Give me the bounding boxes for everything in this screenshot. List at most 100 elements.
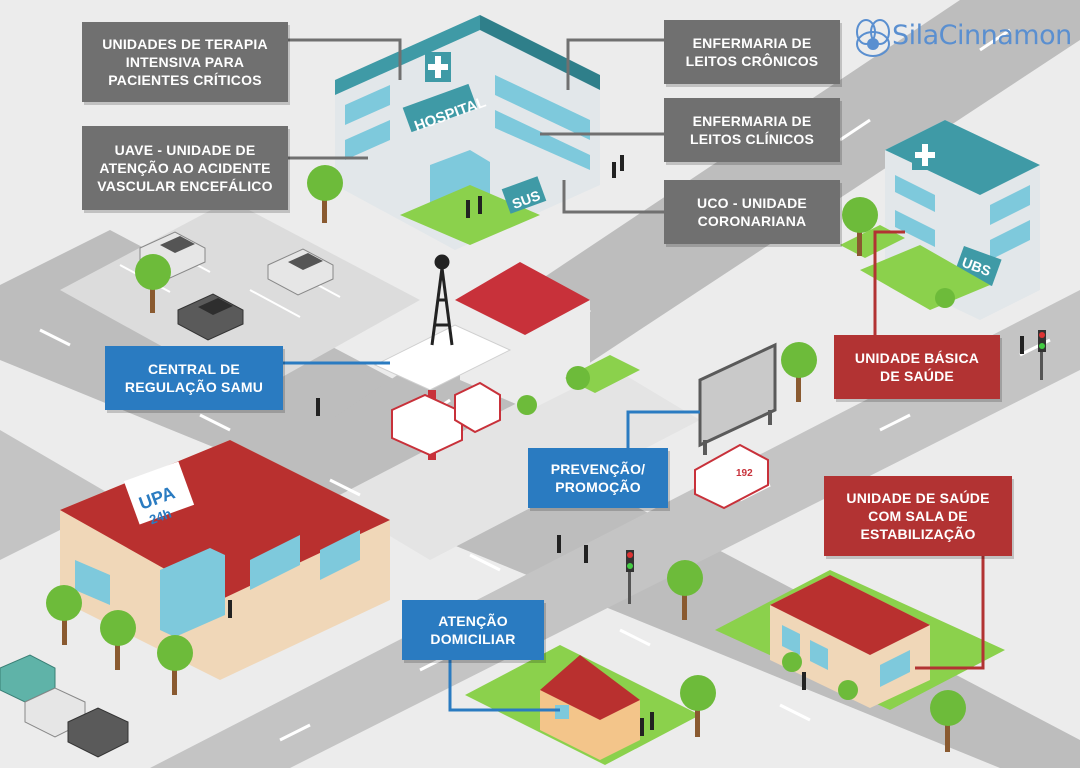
- tree: [930, 690, 966, 752]
- parking-lot: [0, 654, 129, 758]
- label-uave-line: ATENÇÃO AO ACIDENTE: [99, 160, 271, 176]
- bush: [838, 680, 858, 700]
- label-ubs: UNIDADE BÁSICA DE SAÚDE: [834, 335, 1000, 399]
- upa-building: UPA 24h: [60, 440, 390, 680]
- label-estabilizacao-line: COM SALA DE: [868, 508, 968, 524]
- road-lower-diagonal: [150, 290, 1080, 768]
- label-cronicos-line: LEITOS CRÔNICOS: [685, 53, 819, 69]
- label-ubs-line: UNIDADE BÁSICA: [854, 350, 980, 366]
- connector-uco: [562, 180, 664, 214]
- pedestrian: [466, 200, 470, 218]
- label-uave-line: UAVE - UNIDADE DE: [114, 142, 256, 158]
- label-uco-line: UCO - UNIDADE: [697, 195, 807, 211]
- pedestrian: [1020, 336, 1024, 354]
- label-enfermaria-cronicos: ENFERMARIA DE LEITOS CRÔNICOS: [664, 20, 840, 84]
- parked-car: [67, 707, 129, 758]
- pedestrian: [612, 162, 616, 178]
- connector-estabilizacao: [915, 555, 985, 670]
- label-uave: UAVE - UNIDADE DE ATENÇÃO AO ACIDENTE VA…: [82, 126, 288, 210]
- connector-prevencao: [626, 410, 700, 448]
- label-estabilizacao: UNIDADE DE SAÚDE COM SALA DE ESTABILIZAÇ…: [824, 476, 1012, 556]
- bush: [935, 288, 955, 308]
- pedestrian: [802, 672, 806, 690]
- label-samu-line: CENTRAL DE: [148, 361, 240, 377]
- pedestrian: [478, 196, 482, 214]
- brand-logo: SilaCinnamon: [848, 8, 1076, 72]
- label-estabilizacao-line: UNIDADE DE SAÚDE: [846, 490, 990, 506]
- label-prevencao-line: PREVENÇÃO/: [550, 461, 646, 477]
- home-house: [465, 645, 700, 765]
- brand-flower-icon: [856, 19, 890, 57]
- label-uti-line: INTENSIVA PARA: [125, 54, 245, 70]
- ambulance-number: 192: [736, 468, 753, 479]
- samu-station: [373, 254, 590, 460]
- traffic-light: [626, 550, 634, 604]
- label-clinicos-line: LEITOS CLÍNICOS: [689, 131, 815, 147]
- tree: [46, 585, 82, 645]
- label-uco-line: CORONARIANA: [697, 213, 807, 229]
- label-uti-line: UNIDADES DE TERAPIA: [102, 36, 268, 52]
- tree: [135, 254, 171, 313]
- parked-car: [177, 293, 244, 341]
- connector-uti: [288, 38, 402, 80]
- billboard: [698, 342, 777, 455]
- pedestrian: [620, 155, 624, 171]
- label-cronicos-line: ENFERMARIA DE: [692, 35, 812, 51]
- tree: [100, 610, 136, 670]
- upa-entrance: [160, 548, 225, 637]
- connector-cronicos: [566, 38, 664, 90]
- pedestrian: [640, 718, 644, 736]
- label-enfermaria-clinicos: ENFERMARIA DE LEITOS CLÍNICOS: [664, 98, 840, 162]
- pedestrian: [650, 712, 654, 730]
- pedestrian: [557, 535, 561, 553]
- label-estabilizacao-line: ESTABILIZAÇÃO: [860, 526, 976, 542]
- tree: [781, 342, 817, 402]
- label-atencao-domiciliar: ATENÇÃO DOMICILIAR: [402, 600, 544, 660]
- upa-sign: [123, 461, 195, 525]
- ambulance: [454, 381, 501, 434]
- sus-sign: [501, 176, 547, 214]
- traffic-light: [1038, 330, 1046, 380]
- connector-domiciliar: [448, 660, 560, 712]
- tree: [667, 560, 703, 620]
- pedestrian: [228, 600, 232, 618]
- label-prevencao-line: PROMOÇÃO: [555, 479, 641, 495]
- connector-lines: [283, 38, 985, 712]
- pedestrian: [316, 398, 320, 416]
- bushes: [517, 288, 955, 700]
- bush: [566, 366, 590, 390]
- connector-ubs: [873, 230, 905, 335]
- pedestrian: [584, 545, 588, 563]
- tree: [157, 635, 193, 695]
- label-domiciliar-line: DOMICILIAR: [430, 631, 516, 647]
- label-samu: CENTRAL DE REGULAÇÃO SAMU: [105, 346, 283, 410]
- stabilization-unit: [715, 570, 1005, 710]
- ambulance: [391, 393, 463, 457]
- trees: [46, 165, 966, 752]
- tree: [307, 165, 343, 223]
- brand-name: SilaCinnamon: [892, 20, 1072, 51]
- parked-car: [267, 248, 334, 296]
- ambulance: 192: [694, 443, 769, 510]
- sidewalk-center: [330, 360, 700, 560]
- label-samu-line: REGULAÇÃO SAMU: [124, 379, 264, 395]
- label-uco: UCO - UNIDADE CORONARIANA: [664, 180, 840, 244]
- label-uti-line: PACIENTES CRÍTICOS: [108, 72, 262, 88]
- label-uti: UNIDADES DE TERAPIA INTENSIVA PARA PACIE…: [82, 22, 288, 102]
- label-uave-line: VASCULAR ENCEFÁLICO: [97, 178, 273, 194]
- label-prevencao: PREVENÇÃO/ PROMOÇÃO: [528, 448, 668, 508]
- bush: [517, 395, 537, 415]
- tree: [680, 675, 716, 737]
- pedestrians: [228, 155, 1024, 736]
- hospital-sign: [402, 83, 478, 133]
- tree: [842, 197, 878, 256]
- upa-hours-text: 24h: [147, 506, 173, 528]
- radio-tower-icon: [430, 254, 454, 346]
- ubs-building: UBS: [860, 120, 1040, 320]
- bush: [782, 652, 802, 672]
- road-left-segment: [0, 430, 120, 560]
- label-domiciliar-line: ATENÇÃO: [438, 613, 508, 629]
- label-clinicos-line: ENFERMARIA DE: [692, 113, 812, 129]
- label-ubs-line: DE SAÚDE: [880, 368, 954, 384]
